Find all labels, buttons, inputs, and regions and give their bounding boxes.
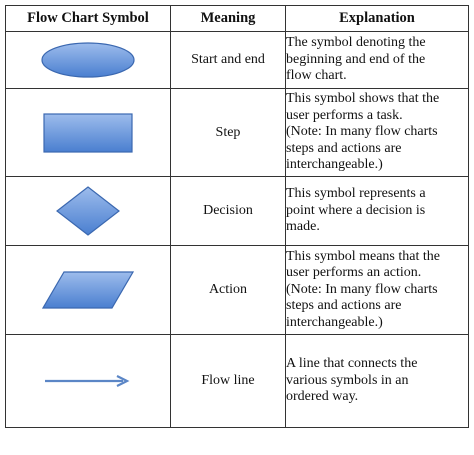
arrow-right-icon [45, 375, 130, 387]
symbol-cell [5, 176, 171, 246]
meaning-cell: Start and end [170, 31, 286, 89]
meaning-cell: Action [170, 245, 286, 335]
symbol-cell [5, 245, 171, 335]
header-flow-chart-symbol: Flow Chart Symbol [5, 5, 171, 32]
explanation-cell: The symbol denoting the beginning and en… [285, 31, 469, 89]
header-meaning: Meaning [170, 5, 286, 32]
table-row: Step This symbol shows that the user per… [5, 88, 469, 177]
symbol-cell [5, 88, 171, 177]
flow-chart-symbol-table: Flow Chart Symbol Meaning Explanation [5, 5, 469, 428]
table-row: Action This symbol means that the user p… [5, 245, 469, 335]
table-row: Decision This symbol represents a point … [5, 176, 469, 246]
explanation-cell: A line that connects the various symbols… [285, 334, 469, 428]
meaning-cell: Decision [170, 176, 286, 246]
diamond-icon [56, 186, 120, 236]
explanation-cell: This symbol represents a point where a d… [285, 176, 469, 246]
explanation-text: The symbol denoting the beginning and en… [286, 35, 426, 84]
meaning-cell: Step [170, 88, 286, 177]
explanation-text: A line that connects the various symbols… [286, 356, 418, 405]
symbol-cell [5, 334, 171, 428]
table-row: Start and end The symbol denoting the be… [5, 31, 469, 89]
symbol-cell [5, 31, 171, 89]
explanation-cell: This symbol means that the user performs… [285, 245, 469, 335]
ellipse-icon [41, 42, 135, 78]
explanation-text: This symbol represents a point where a d… [286, 186, 426, 235]
parallelogram-icon [42, 271, 134, 309]
meaning-cell: Flow line [170, 334, 286, 428]
table-row: Flow line A line that connects the vario… [5, 334, 469, 428]
rectangle-icon [43, 112, 133, 153]
explanation-text: This symbol shows that the user performs… [286, 91, 440, 173]
table-header-row: Flow Chart Symbol Meaning Explanation [5, 5, 469, 32]
explanation-cell: This symbol shows that the user performs… [285, 88, 469, 177]
explanation-text: This symbol means that the user performs… [286, 248, 440, 330]
header-explanation: Explanation [285, 5, 469, 32]
